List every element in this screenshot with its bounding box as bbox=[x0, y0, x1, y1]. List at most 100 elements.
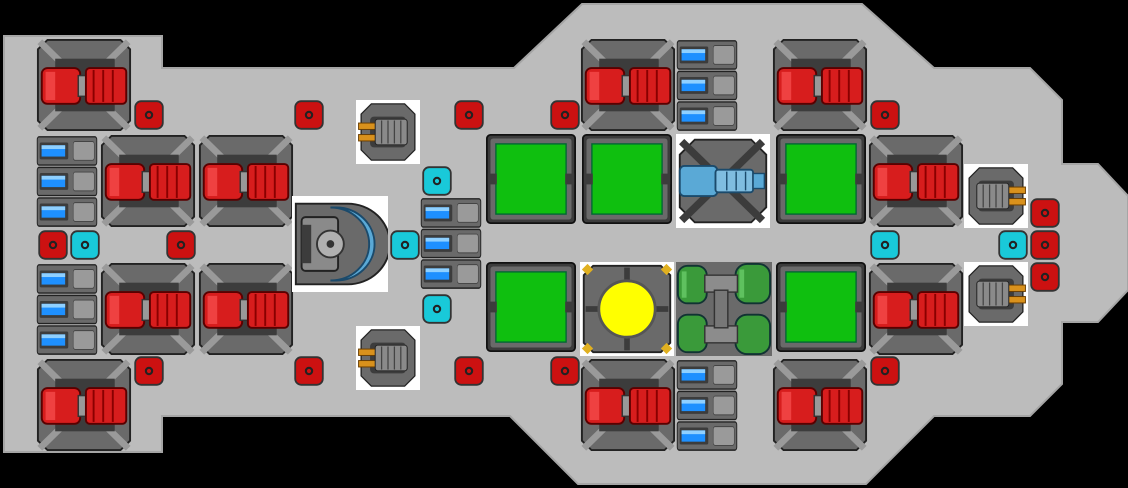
red-light-icon bbox=[870, 356, 900, 386]
cargo-2[interactable] bbox=[582, 134, 672, 224]
cyan-light-icon bbox=[998, 230, 1028, 260]
thruster-11[interactable] bbox=[580, 358, 676, 452]
thruster-icon bbox=[36, 38, 132, 132]
thruster-2[interactable] bbox=[100, 134, 196, 228]
cyan-light-5[interactable] bbox=[870, 230, 900, 260]
red-light-icon bbox=[550, 356, 580, 386]
cyan-light-icon bbox=[70, 230, 100, 260]
thruster-7[interactable] bbox=[580, 38, 676, 132]
thruster-icon bbox=[868, 262, 964, 356]
red-light-13[interactable] bbox=[454, 356, 484, 386]
red-light-icon bbox=[166, 230, 196, 260]
battery-icon bbox=[676, 40, 738, 131]
red-light-icon bbox=[134, 100, 164, 130]
thruster-icon bbox=[868, 134, 964, 228]
thruster-10[interactable] bbox=[868, 262, 964, 356]
turret-2[interactable] bbox=[356, 326, 420, 390]
red-light-12[interactable] bbox=[294, 356, 324, 386]
red-light-icon bbox=[454, 100, 484, 130]
cyan-light-1[interactable] bbox=[70, 230, 100, 260]
red-light-11[interactable] bbox=[134, 356, 164, 386]
battery-icon bbox=[36, 136, 98, 227]
thruster-12[interactable] bbox=[772, 358, 868, 452]
red-light-icon bbox=[294, 356, 324, 386]
red-light-1[interactable] bbox=[134, 100, 164, 130]
red-light-icon bbox=[294, 100, 324, 130]
red-light-15[interactable] bbox=[870, 356, 900, 386]
cargo-1[interactable] bbox=[486, 134, 576, 224]
cockpit-icon bbox=[292, 196, 388, 292]
thruster-1[interactable] bbox=[36, 38, 132, 132]
fuel-tank[interactable] bbox=[676, 262, 772, 356]
red-light-8[interactable] bbox=[1030, 198, 1060, 228]
cyan-light-icon bbox=[422, 294, 452, 324]
red-light-icon bbox=[550, 100, 580, 130]
battery-icon bbox=[36, 264, 98, 355]
cargo-icon bbox=[776, 134, 866, 224]
thruster-icon bbox=[100, 134, 196, 228]
fuel-tank-icon bbox=[676, 262, 772, 356]
turret-icon bbox=[964, 262, 1028, 326]
battery-icon bbox=[676, 360, 738, 451]
gyroscope-icon bbox=[676, 134, 770, 228]
thruster-5[interactable] bbox=[198, 262, 294, 356]
red-light-4[interactable] bbox=[550, 100, 580, 130]
battery-3[interactable] bbox=[420, 196, 482, 290]
cyan-light-4[interactable] bbox=[422, 294, 452, 324]
red-light-icon bbox=[454, 356, 484, 386]
thruster-icon bbox=[772, 38, 868, 132]
gyroscope[interactable] bbox=[676, 134, 770, 228]
cargo-4[interactable] bbox=[486, 262, 576, 352]
red-light-icon bbox=[1030, 230, 1060, 260]
thruster-icon bbox=[580, 358, 676, 452]
cyan-light-6[interactable] bbox=[998, 230, 1028, 260]
thruster-icon bbox=[580, 38, 676, 132]
battery-1[interactable] bbox=[36, 134, 98, 228]
cargo-3[interactable] bbox=[776, 134, 866, 224]
turret-4[interactable] bbox=[964, 262, 1028, 326]
turret-icon bbox=[964, 164, 1028, 228]
red-light-icon bbox=[870, 100, 900, 130]
red-light-6[interactable] bbox=[38, 230, 68, 260]
battery-2[interactable] bbox=[36, 262, 98, 356]
red-light-icon bbox=[134, 356, 164, 386]
battery-icon bbox=[420, 198, 482, 289]
cargo-icon bbox=[582, 134, 672, 224]
cyan-light-3[interactable] bbox=[390, 230, 420, 260]
cyan-light-icon bbox=[870, 230, 900, 260]
cargo-icon bbox=[486, 134, 576, 224]
cargo-icon bbox=[776, 262, 866, 352]
thruster-4[interactable] bbox=[100, 262, 196, 356]
thruster-icon bbox=[772, 358, 868, 452]
reactor[interactable] bbox=[580, 262, 674, 356]
red-light-7[interactable] bbox=[166, 230, 196, 260]
cargo-5[interactable] bbox=[776, 262, 866, 352]
thruster-icon bbox=[100, 262, 196, 356]
red-light-5[interactable] bbox=[870, 100, 900, 130]
reactor-icon bbox=[580, 262, 674, 356]
thruster-8[interactable] bbox=[772, 38, 868, 132]
red-light-2[interactable] bbox=[294, 100, 324, 130]
thruster-3[interactable] bbox=[198, 134, 294, 228]
red-light-icon bbox=[1030, 262, 1060, 292]
turret-icon bbox=[356, 326, 420, 390]
red-light-14[interactable] bbox=[550, 356, 580, 386]
thruster-9[interactable] bbox=[868, 134, 964, 228]
red-light-9[interactable] bbox=[1030, 230, 1060, 260]
cyan-light-icon bbox=[422, 166, 452, 196]
red-light-icon bbox=[1030, 198, 1060, 228]
cyan-light-icon bbox=[390, 230, 420, 260]
red-light-10[interactable] bbox=[1030, 262, 1060, 292]
cyan-light-2[interactable] bbox=[422, 166, 452, 196]
thruster-icon bbox=[36, 358, 132, 452]
battery-5[interactable] bbox=[676, 358, 738, 452]
battery-4[interactable] bbox=[676, 38, 738, 132]
red-light-3[interactable] bbox=[454, 100, 484, 130]
thruster-icon bbox=[198, 134, 294, 228]
red-light-icon bbox=[38, 230, 68, 260]
turret-1[interactable] bbox=[356, 100, 420, 164]
cargo-icon bbox=[486, 262, 576, 352]
thruster-6[interactable] bbox=[36, 358, 132, 452]
cockpit[interactable] bbox=[292, 196, 388, 292]
turret-3[interactable] bbox=[964, 164, 1028, 228]
